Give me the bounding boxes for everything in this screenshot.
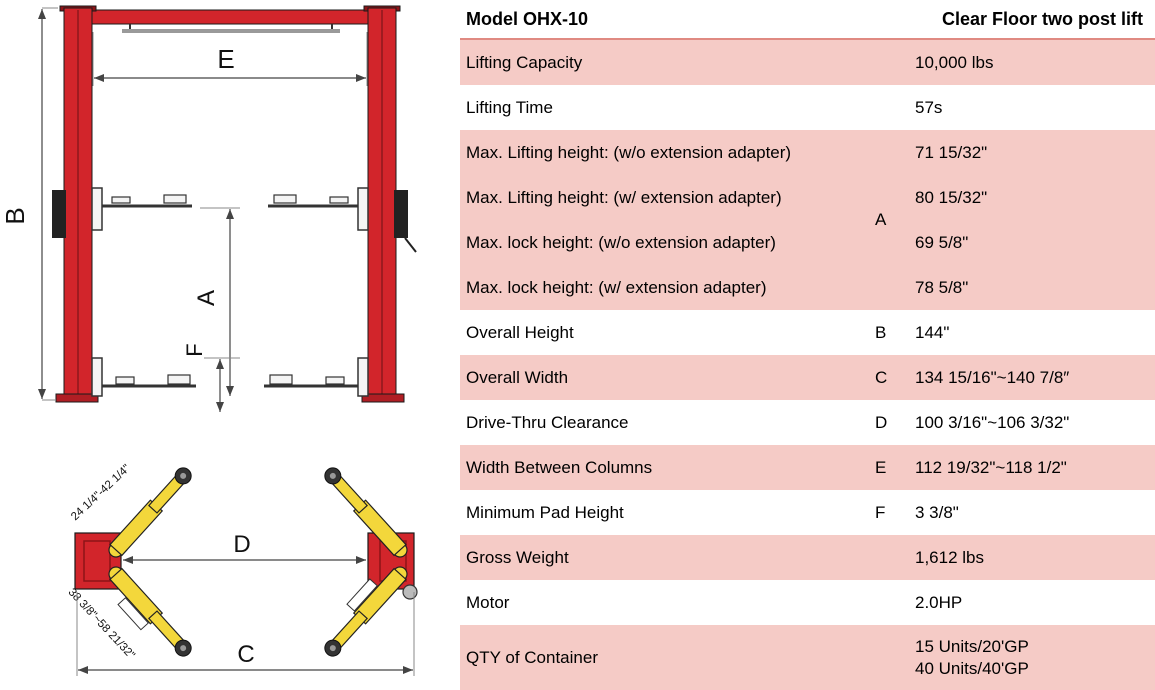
spec-value: 78 5/8" xyxy=(915,277,969,297)
spec-value: 15 Units/20'GP 40 Units/40'GP xyxy=(915,636,1155,680)
spec-value: 57s xyxy=(915,97,943,117)
power-unit-top xyxy=(402,584,418,600)
dimension-f: F xyxy=(182,343,240,412)
spec-label: Lifting Capacity xyxy=(466,52,583,72)
spec-label: Overall Width xyxy=(466,367,569,387)
overhead-beam xyxy=(91,9,369,33)
spec-label: Max. Lifting height: (w/ extension adapt… xyxy=(466,187,782,207)
spec-letter: A xyxy=(875,210,887,229)
spec-label: Max. Lifting height: (w/o extension adap… xyxy=(466,142,792,162)
dimension-d: D xyxy=(123,531,366,564)
spec-row-width-between-columns: Width Between Columns E 112 19/32"~118 1… xyxy=(460,445,1155,490)
spec-row-lifting-capacity: Lifting Capacity 10,000 lbs xyxy=(460,40,1155,85)
dimension-b: B xyxy=(0,7,58,401)
right-column xyxy=(361,5,417,403)
product-type: Clear Floor two post lift xyxy=(942,8,1143,29)
spec-value: 71 15/32" xyxy=(915,142,988,162)
dimension-e: E xyxy=(92,32,368,86)
dim-label-d: D xyxy=(233,531,250,558)
spec-value: 144" xyxy=(915,322,950,342)
spec-row-motor: Motor 2.0HP xyxy=(460,580,1155,625)
raised-arms xyxy=(91,187,369,231)
spec-label: Drive-Thru Clearance xyxy=(466,412,629,432)
spec-label: Lifting Time xyxy=(466,97,553,117)
spec-label: Width Between Columns xyxy=(466,457,653,477)
spec-row-lifting-time: Lifting Time 57s xyxy=(460,85,1155,130)
dim-label-b: B xyxy=(0,207,30,224)
spec-letter: E xyxy=(875,457,887,477)
front-view: E B A F xyxy=(0,5,417,412)
dimension-c: C xyxy=(76,592,415,676)
spec-value: 3 3/8" xyxy=(915,502,959,522)
diagram-panel: E B A F xyxy=(0,0,460,690)
spec-label: Max. lock height: (w/o extension adapter… xyxy=(466,232,776,252)
lowered-arms xyxy=(91,357,369,397)
dim-label-e: E xyxy=(217,44,234,74)
control-unit xyxy=(394,190,408,238)
dim-label-c: C xyxy=(237,641,254,668)
group-values: 71 15/32" 80 15/32" 69 5/8" 78 5/8" xyxy=(915,130,1155,310)
spec-value-line1: 15 Units/20'GP xyxy=(915,636,1029,656)
lowering-lever xyxy=(404,237,417,253)
left-rear-arm xyxy=(108,566,192,657)
left-front-arm xyxy=(108,467,192,558)
spec-row-overall-width: Overall Width C 134 15/16"~140 7/8″ xyxy=(460,355,1155,400)
spec-label: Motor xyxy=(466,592,510,612)
arm-range-short-label: 24 1/4"-42 1/4" xyxy=(69,463,133,524)
spec-label: QTY of Container xyxy=(466,647,598,667)
spec-value: 1,612 lbs xyxy=(915,547,984,567)
spec-value: 2.0HP xyxy=(915,592,963,612)
top-view: 24 1/4"-42 1/4" 38 3/8"~58 21/32" D C xyxy=(66,463,418,676)
spec-label: Minimum Pad Height xyxy=(466,502,624,522)
model-title: Model OHX-10 xyxy=(466,8,589,29)
spec-label: Max. lock height: (w/ extension adapter) xyxy=(466,277,767,297)
spec-value-line2: 40 Units/40'GP xyxy=(915,658,1029,678)
spec-row-minimum-pad-height: Minimum Pad Height F 3 3/8" xyxy=(460,490,1155,535)
spec-group-max-heights: Max. Lifting height: (w/o extension adap… xyxy=(460,130,1155,310)
spec-letter: D xyxy=(875,412,888,432)
spec-label: Overall Height xyxy=(466,322,574,342)
spec-row-drive-thru: Drive-Thru Clearance D 100 3/16"~106 3/3… xyxy=(460,400,1155,445)
spec-value: 134 15/16"~140 7/8″ xyxy=(915,367,1070,387)
dim-label-f: F xyxy=(182,343,207,356)
dim-label-a: A xyxy=(193,290,220,306)
spec-row-qty-of-container: QTY of Container 15 Units/20'GP 40 Units… xyxy=(460,625,1155,690)
left-column xyxy=(52,5,99,403)
spec-table: Model OHX-10 Clear Floor two post lift L… xyxy=(460,0,1155,690)
spec-letter: B xyxy=(875,322,887,342)
spec-letter: C xyxy=(875,367,888,387)
group-labels: Max. Lifting height: (w/o extension adap… xyxy=(460,130,875,310)
power-unit xyxy=(52,190,66,238)
spec-letter: F xyxy=(875,502,886,522)
right-front-arm xyxy=(324,467,408,558)
spec-value: 69 5/8" xyxy=(915,232,969,252)
spec-row-overall-height: Overall Height B 144" xyxy=(460,310,1155,355)
spec-value: 80 15/32" xyxy=(915,187,988,207)
spec-label: Gross Weight xyxy=(466,547,569,567)
spec-row-gross-weight: Gross Weight 1,612 lbs xyxy=(460,535,1155,580)
spec-value: 10,000 lbs xyxy=(915,52,994,72)
spec-value: 100 3/16"~106 3/32" xyxy=(915,412,1070,432)
table-header: Model OHX-10 Clear Floor two post lift xyxy=(460,0,1155,40)
spec-value: 112 19/32"~118 1/2" xyxy=(915,457,1067,477)
right-rear-arm xyxy=(324,566,408,657)
lift-technical-drawing: E B A F xyxy=(0,5,418,676)
dimension-a: A xyxy=(193,207,240,396)
